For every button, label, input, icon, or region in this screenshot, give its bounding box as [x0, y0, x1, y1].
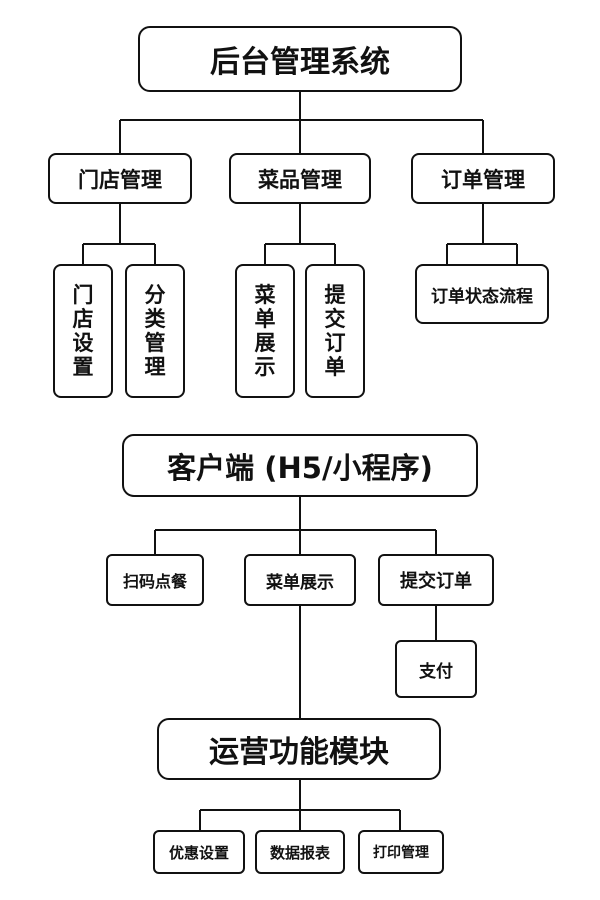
- dish-management-node: 菜品管理: [229, 153, 371, 204]
- vertical-char: 店: [72, 306, 94, 331]
- menu-display-client-label: 菜单展示: [266, 572, 334, 593]
- client-node: 客户端 (H5/小程序): [122, 434, 478, 497]
- discount-settings-label: 优惠设置: [168, 843, 229, 862]
- vertical-char: 设: [72, 331, 94, 355]
- data-report-node: 数据报表: [255, 830, 345, 874]
- scan-order-label: 扫码点餐: [122, 572, 187, 591]
- submit-order-admin-node: 提交订单: [305, 264, 365, 398]
- vertical-char: 分: [144, 282, 166, 307]
- dish-management-label: 菜品管理: [258, 167, 342, 192]
- order-management-label: 订单管理: [441, 167, 525, 192]
- operations-module-node: 运营功能模块: [157, 718, 441, 780]
- store-settings-node: 门店设置: [53, 264, 113, 398]
- scan-order-node: 扫码点餐: [106, 554, 204, 606]
- submit-order-client-node: 提交订单: [378, 554, 494, 606]
- vertical-char: 管: [144, 331, 166, 355]
- payment-node: 支付: [395, 640, 477, 698]
- client-title: 客户端 (H5/小程序): [167, 450, 433, 485]
- vertical-char: 置: [72, 355, 94, 380]
- admin-system-node: 后台管理系统: [138, 26, 462, 92]
- print-management-node: 打印管理: [358, 830, 444, 874]
- payment-label: 支付: [419, 661, 453, 682]
- store-management-node: 门店管理: [48, 153, 192, 204]
- operations-module-title: 运营功能模块: [209, 735, 389, 770]
- vertical-char: 单: [324, 355, 346, 380]
- vertical-char: 门: [72, 282, 94, 307]
- vertical-char: 类: [144, 306, 166, 331]
- print-management-label: 打印管理: [373, 845, 429, 861]
- data-report-label: 数据报表: [269, 843, 330, 862]
- order-status-flow-node: 订单状态流程: [415, 264, 549, 324]
- vertical-char: 示: [254, 355, 276, 380]
- vertical-char: 理: [144, 355, 166, 380]
- category-management-node: 分类管理: [125, 264, 185, 398]
- menu-display-admin-node: 菜单展示: [235, 264, 295, 398]
- order-status-flow-label: 订单状态流程: [431, 286, 533, 307]
- vertical-char: 菜: [254, 282, 276, 307]
- vertical-char: 单: [254, 306, 276, 331]
- vertical-char: 提: [324, 282, 346, 307]
- vertical-char: 展: [254, 331, 276, 355]
- admin-system-title: 后台管理系统: [210, 45, 390, 80]
- vertical-char: 订: [324, 331, 346, 355]
- submit-order-client-label: 提交订单: [400, 571, 472, 592]
- discount-settings-node: 优惠设置: [153, 830, 245, 874]
- vertical-char: 交: [324, 306, 346, 331]
- order-management-node: 订单管理: [411, 153, 555, 204]
- store-management-label: 门店管理: [78, 167, 162, 192]
- menu-display-client-node: 菜单展示: [244, 554, 356, 606]
